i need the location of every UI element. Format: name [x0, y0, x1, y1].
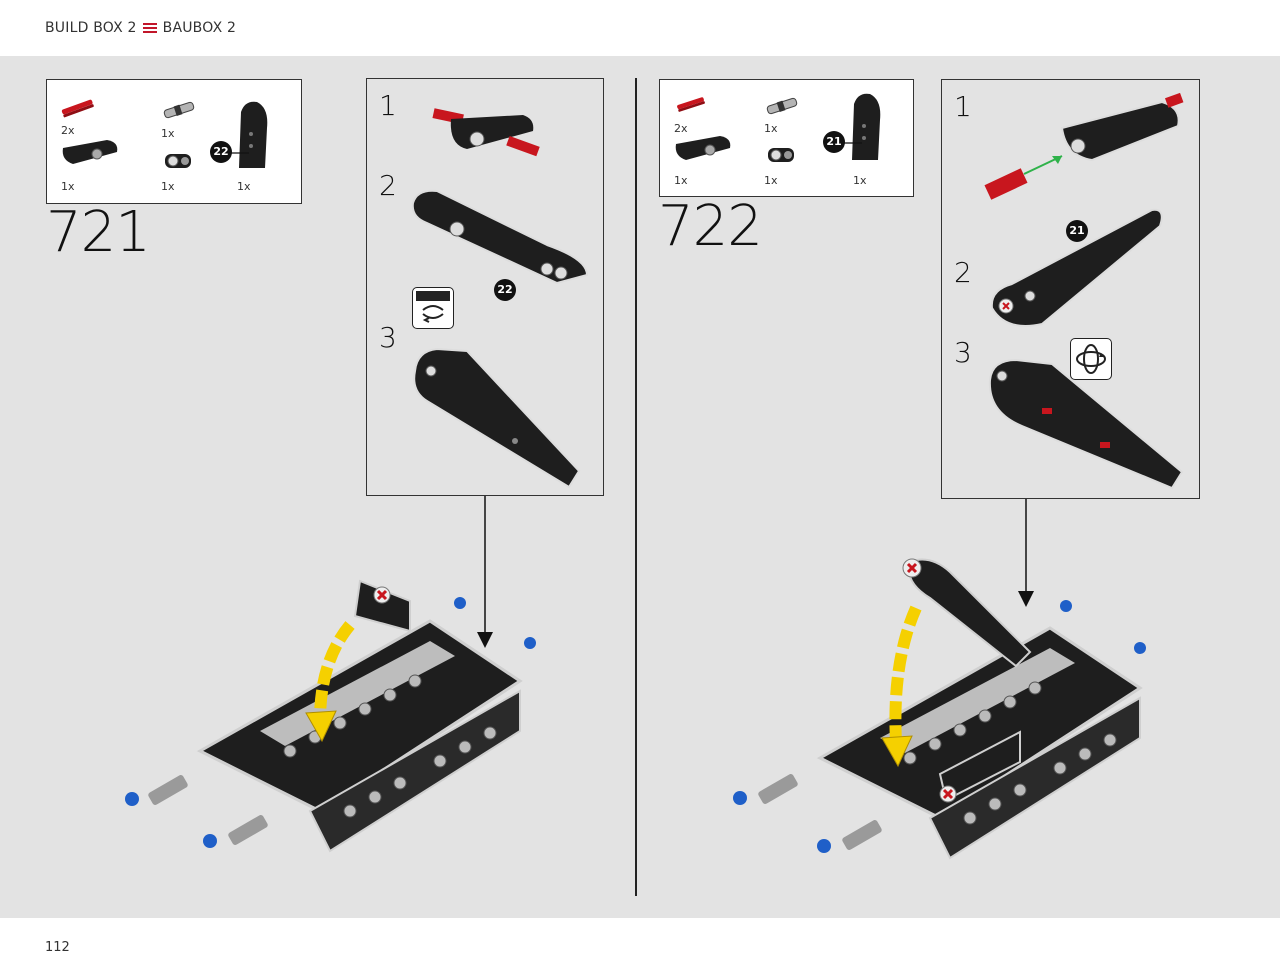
substep-2-model	[990, 208, 1163, 327]
part-qty: 1x	[237, 180, 251, 193]
part-qty: 2x	[674, 122, 688, 135]
grey-pin-icon	[766, 97, 798, 115]
substep-1-model	[432, 108, 540, 157]
substep-number: 3	[379, 321, 397, 354]
page-header: BUILD BOX 2 BAUBOX 2	[0, 0, 1280, 56]
rotate-model-icon	[412, 287, 454, 329]
substep-number: 1	[954, 90, 972, 123]
callout-leader	[231, 152, 249, 154]
black-panel-icon	[675, 136, 731, 160]
substeps-box-721: 1 2 22 3	[366, 78, 604, 496]
header-label-de: BAUBOX 2	[162, 20, 237, 36]
part-callout: 21	[823, 131, 845, 153]
substep-number: 2	[379, 169, 397, 202]
part-qty: 1x	[161, 180, 175, 193]
callout-arrow-721	[477, 496, 493, 648]
grey-pin-icon	[163, 101, 195, 119]
red-axle-icon	[677, 97, 705, 112]
page-footer: 112	[0, 918, 1280, 974]
grey-connector-icon	[768, 148, 794, 162]
page-number: 112	[45, 940, 70, 955]
header-title: BUILD BOX 2 BAUBOX 2	[45, 20, 236, 36]
substep-callout: 21	[1066, 220, 1088, 242]
callout-arrow-722	[1018, 499, 1034, 607]
black-panel-icon	[62, 140, 118, 164]
rotate-model-icon	[1070, 338, 1112, 380]
instructions-content: 2x 1x 1x 1x 22 1x 721 1	[0, 56, 1280, 918]
step-number-722: 722	[658, 194, 763, 259]
header-separator-icon	[142, 23, 157, 33]
grey-connector-icon	[165, 154, 191, 168]
part-qty: 1x	[61, 180, 75, 193]
substep-3-model	[413, 347, 581, 489]
part-qty: 1x	[764, 122, 778, 135]
black-curved-panel-icon	[852, 93, 881, 160]
part-qty: 1x	[161, 127, 175, 140]
parts-list-722: 2x 1x 1x 1x 21 1x	[659, 79, 914, 197]
main-model-721	[125, 579, 536, 853]
substep-2-model	[411, 189, 589, 285]
callout-leader	[844, 142, 862, 144]
parts-list-721: 2x 1x 1x 1x 22 1x	[46, 79, 302, 204]
substep-number: 2	[954, 256, 972, 289]
header-label-en: BUILD BOX 2	[45, 20, 137, 36]
part-qty: 1x	[764, 174, 778, 187]
step-number-721: 721	[46, 200, 151, 265]
part-qty: 1x	[853, 174, 867, 187]
substep-number: 3	[954, 336, 972, 369]
part-qty: 2x	[61, 124, 75, 137]
substep-callout: 22	[494, 279, 516, 301]
page-divider	[635, 78, 637, 896]
substeps-box-722: 1 21 2 3	[941, 79, 1200, 499]
red-axle-icon	[61, 99, 94, 118]
substep-3-model	[988, 358, 1184, 490]
substep-number: 1	[379, 89, 397, 122]
main-model-722	[733, 558, 1146, 860]
black-curved-panel-icon	[239, 101, 268, 168]
part-qty: 1x	[674, 174, 688, 187]
substep-1-model	[984, 92, 1184, 200]
part-callout: 22	[210, 141, 232, 163]
